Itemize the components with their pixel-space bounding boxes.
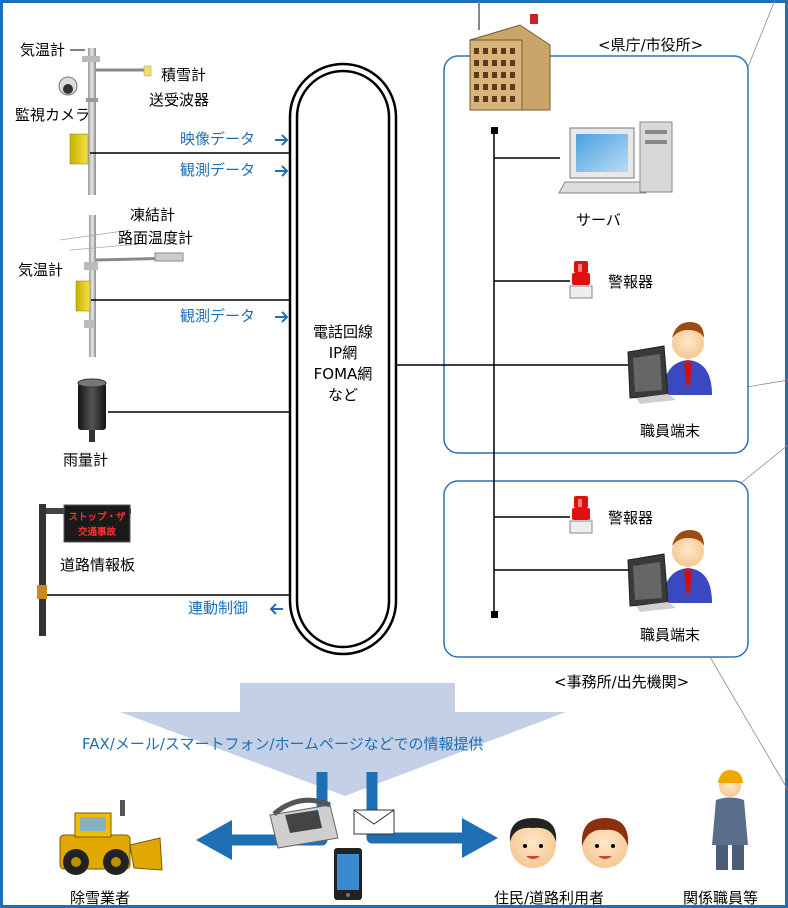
label-doro: 道路情報板 — [60, 556, 135, 574]
label-josetsu: 除雪業者 — [70, 889, 130, 907]
server-icon — [558, 121, 673, 194]
label-kansoku-1: 観測データ — [180, 161, 255, 179]
label-sekisetsu: 積雪計 — [161, 66, 206, 84]
label-touketsu: 凍結計 — [130, 206, 175, 224]
label-kion-2: 気温計 — [18, 261, 63, 279]
network-pill — [288, 62, 398, 656]
sensor-pole-2 — [59, 215, 184, 357]
residents-icon — [509, 818, 629, 868]
label-shokuin-1: 職員端末 — [640, 422, 700, 440]
label-keihou-2: 警報器 — [608, 509, 653, 527]
bus-end-bottom — [491, 611, 498, 618]
arrow-right-icon — [275, 134, 289, 146]
board-text-1: ストップ・ザ — [68, 511, 126, 523]
label-kencho: <県庁/市役所> — [598, 36, 703, 54]
label-keihou-1: 警報器 — [608, 273, 653, 291]
arrow-right-icon — [462, 818, 498, 858]
label-joho: FAX/メール/スマートフォン/ホームページなどでの情報提供 — [82, 735, 483, 753]
label-uryo: 雨量計 — [63, 451, 108, 469]
arrow-right-icon — [275, 165, 289, 177]
alarm-icon — [569, 261, 593, 299]
label-shokuin-2: 職員端末 — [640, 626, 700, 644]
label-server: サーバ — [576, 211, 621, 229]
label-jimusho: <事務所/出先機関> — [554, 673, 689, 691]
official-icon — [712, 770, 748, 870]
rain-gauge-icon — [77, 378, 107, 442]
label-rendo: 連動制御 — [188, 599, 248, 617]
net-label-3: FOMA網 — [314, 365, 373, 383]
mail-icon — [353, 809, 395, 835]
arrow-left-icon — [196, 820, 232, 860]
label-camera: 監視カメラ — [15, 106, 90, 124]
arrow-left-icon — [269, 603, 283, 615]
net-label-1: 電話回線 — [313, 323, 373, 341]
label-jumin: 住民/道路利用者 — [494, 889, 604, 907]
bulldozer-icon — [59, 800, 163, 875]
label-soujuha: 送受波器 — [149, 91, 209, 109]
label-eizo: 映像データ — [180, 130, 255, 148]
info-arrow — [120, 683, 566, 796]
arrow-right-icon — [275, 311, 289, 323]
net-label-4: など — [328, 386, 358, 404]
bus-end-top — [491, 127, 498, 134]
sensor-pole-1 — [58, 48, 152, 195]
label-romen: 路面温度計 — [118, 229, 193, 247]
board-text-2: 交通事故 — [78, 526, 117, 538]
fax-icon — [269, 797, 339, 849]
smartphone-icon — [334, 848, 362, 900]
label-kankei: 関係職員等 — [683, 889, 758, 907]
net-label-2: IP網 — [329, 344, 357, 362]
road-info-board: ストップ・ザ 交通事故 — [37, 504, 131, 636]
label-kansoku-2: 観測データ — [180, 307, 255, 325]
alarm-icon — [569, 496, 593, 534]
staff-terminal-icon — [627, 530, 712, 612]
staff-terminal-icon — [627, 322, 712, 404]
label-kion-1: 気温計 — [20, 41, 65, 59]
building-icon — [469, 2, 551, 111]
office-box-jimusho — [443, 480, 749, 658]
